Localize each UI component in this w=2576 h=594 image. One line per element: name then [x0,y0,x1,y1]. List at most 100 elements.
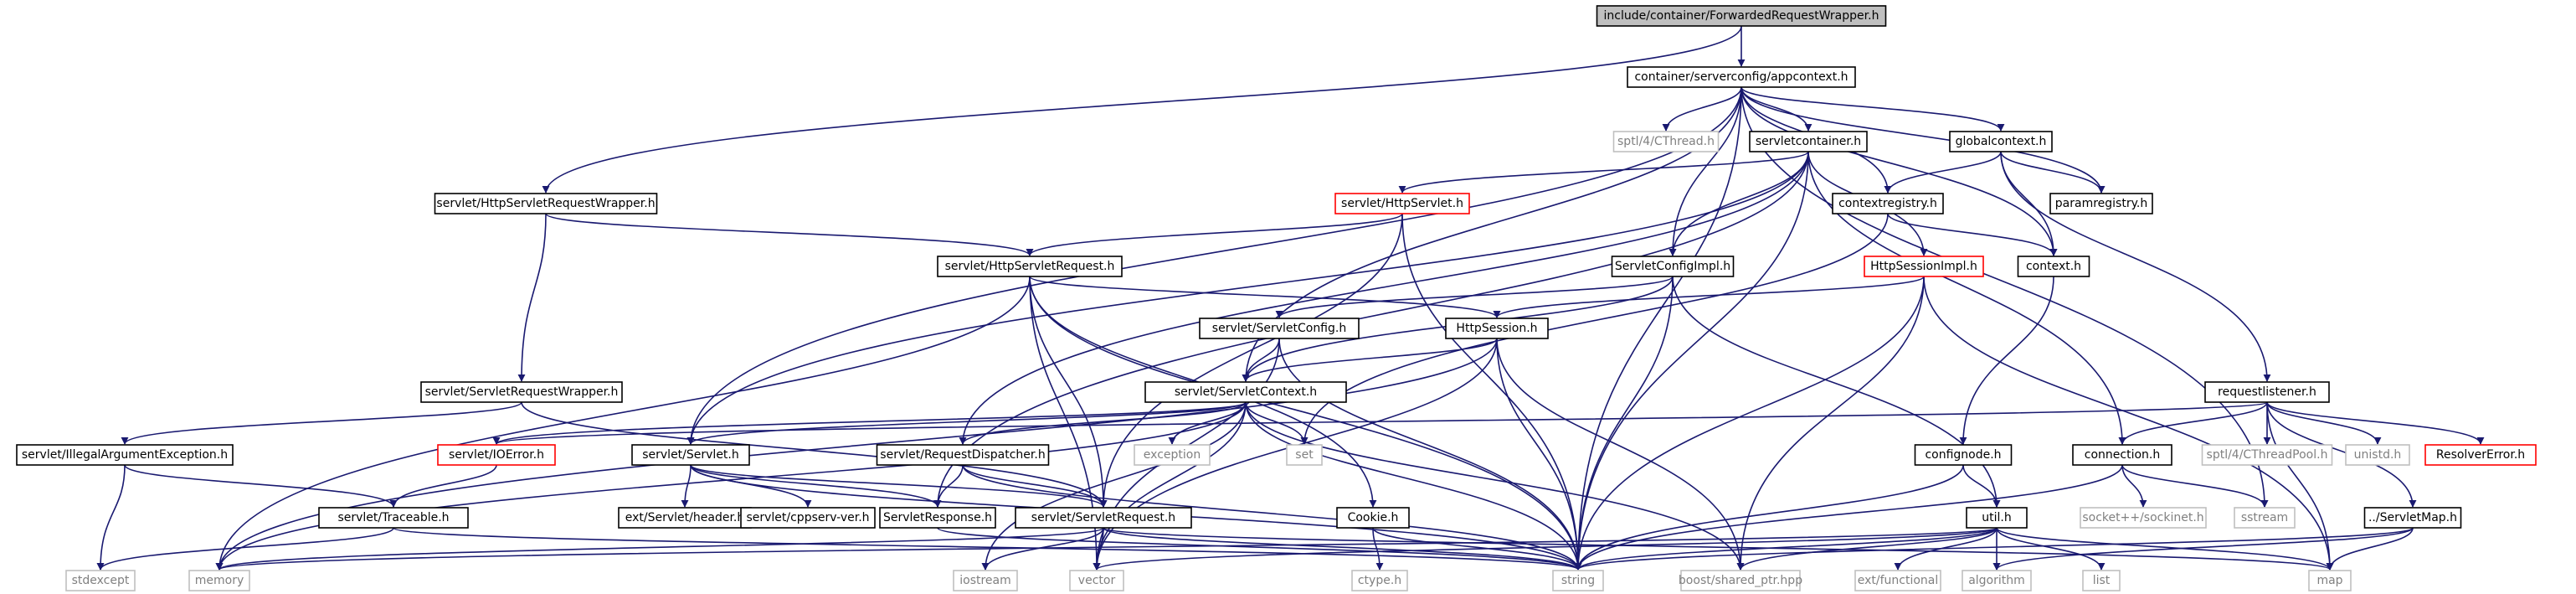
node-sstream-label: sstream [2241,511,2288,524]
node-sockinet-label: socket++/sockinet.h [2082,511,2203,524]
node-scfg[interactable]: servlet/ServletConfig.h [1199,318,1360,339]
node-scont[interactable]: servletcontainer.h [1749,131,1868,152]
edge-sctx-to-string [1245,401,1582,571]
node-ctxreg-label: contextregistry.h [1838,197,1937,210]
node-paramreg[interactable]: paramregistry.h [2049,193,2153,214]
node-rdisp[interactable]: servlet/RequestDispatcher.h [876,444,1050,466]
node-gctx[interactable]: globalcontext.h [1949,131,2053,152]
node-rerr[interactable]: ResolverError.h [2424,444,2537,466]
edge-hsreq-to-memory [215,276,1031,571]
node-appcontext[interactable]: container/serverconfig/appcontext.h [1627,66,1856,88]
node-sresp[interactable]: ServletResponse.h [879,507,996,529]
node-httpservlet[interactable]: servlet/HttpServlet.h [1334,193,1470,214]
node-list-box [2082,570,2121,591]
edge-gctx-to-ctxreg [1884,151,2002,194]
node-sctx-box [1144,381,1347,403]
node-srw[interactable]: servlet/ServletRequestWrapper.h [420,381,623,403]
edge-sctx-to-set [1245,401,1309,445]
node-cppserv[interactable]: servlet/cppserv-ver.h [740,507,876,529]
edge-sctx-to-iostream [981,401,1247,571]
edge-smap-to-map [2326,527,2414,571]
edge-appcontext-to-gctx [1740,86,2005,132]
node-vector-box [1069,570,1124,591]
node-paramreg-box [2049,193,2153,214]
edge-sctx-to-vector [1093,401,1247,571]
node-set-label: set [1295,448,1314,462]
node-servlet[interactable]: servlet/Servlet.h [631,444,750,466]
node-cppserv-box [740,507,876,529]
edge-rdisp-to-string [962,464,1582,571]
node-scfg-box [1199,318,1360,339]
node-traceable[interactable]: servlet/Traceable.h [318,507,469,529]
node-root[interactable]: include/container/ForwardedRequestWrappe… [1596,5,1887,27]
node-algorithm-box [1962,570,2032,591]
edge-util-to-memory [216,527,1998,571]
node-hsessimpl-box [1864,256,1984,277]
node-ctxreg-box [1832,193,1944,214]
edge-root-to-hsrw [542,25,1742,194]
node-set-box [1286,444,1323,466]
node-hsess[interactable]: HttpSession.h [1445,318,1549,339]
edge-scfg-to-string [1278,338,1582,571]
node-cookie[interactable]: Cookie.h [1336,507,1410,529]
node-smap[interactable]: ../ServletMap.h [2363,507,2462,529]
node-scfgimpl[interactable]: ServletConfigImpl.h [1611,256,1735,277]
node-context-box [2017,256,2090,277]
node-scfgimpl-label: ServletConfigImpl.h [1615,260,1730,273]
node-hsreq-box [937,256,1123,277]
node-ctype-label: ctype.h [1358,574,1401,587]
node-conn[interactable]: connection.h [2072,444,2172,466]
edge-ctxreg-to-context [1887,213,2058,256]
node-extfunc: ext/functional [1854,570,1941,591]
node-memory: memory [188,570,250,591]
edge-hsreq-to-hsess [1029,276,1501,318]
node-string-box [1552,570,1604,591]
node-ioerr[interactable]: servlet/IOError.h [437,444,556,466]
node-httpservlet-label: servlet/HttpServlet.h [1341,197,1463,210]
node-sctx[interactable]: servlet/ServletContext.h [1144,381,1347,403]
edge-cfgnode-to-util [1962,464,2001,508]
edge-iae-to-stdexcept [96,464,126,571]
node-iae[interactable]: servlet/IllegalArgumentException.h [16,444,234,466]
node-traceable-box [318,507,469,529]
node-sockinet-box [2080,507,2207,529]
edge-scfgimpl-to-util [1672,276,2001,508]
node-cfgnode[interactable]: confignode.h [1914,444,2013,466]
node-algorithm-label: algorithm [1968,574,2025,587]
node-cppserv-label: servlet/cppserv-ver.h [746,511,869,524]
node-util[interactable]: util.h [1966,507,2028,529]
edge-appcontext-to-sstream [1740,86,2269,508]
node-hsessimpl[interactable]: HttpSessionImpl.h [1864,256,1984,277]
node-map-label: map [2316,574,2342,587]
node-rlist[interactable]: requestlistener.h [2204,381,2330,403]
node-cookie-box [1336,507,1410,529]
edge-sctx-to-servlet [686,401,1247,445]
edge-conn-to-sstream [2121,464,2269,508]
node-ctp: sptl/4/CThreadPool.h [2201,444,2333,466]
edge-context-to-cfgnode [1959,276,2054,445]
node-util-box [1966,507,2028,529]
edge-traceable-to-string [393,527,1582,571]
edge-gctx-to-context [2000,151,2058,256]
node-hsrw[interactable]: servlet/HttpServletRequestWrapper.h [434,193,658,214]
node-exception-label: exception [1144,448,1201,462]
edge-hsreq-to-string [1029,276,1582,571]
node-context[interactable]: context.h [2017,256,2090,277]
node-set: set [1286,444,1323,466]
edge-sreq-to-string [1103,527,1582,571]
edge-sreq-to-map [1103,527,2334,571]
node-rlist-box [2204,381,2330,403]
edge-scont-to-rdisp [959,151,1809,445]
edge-servlet-to-sreq [690,464,1108,508]
node-rdisp-label: servlet/RequestDispatcher.h [880,448,1045,462]
node-iostream: iostream [953,570,1018,591]
node-vector-label: vector [1078,574,1116,587]
node-sreq[interactable]: servlet/ServletRequest.h [1015,507,1192,529]
edge-gctx-to-paramreg [2000,151,2106,194]
node-ctxreg[interactable]: contextregistry.h [1832,193,1944,214]
edge-servlet-to-exthdr [681,464,692,508]
node-hsreq[interactable]: servlet/HttpServletRequest.h [937,256,1123,277]
node-exthdr[interactable]: ext/Servlet/header.h [618,507,752,529]
node-sreq-label: servlet/ServletRequest.h [1031,511,1175,524]
node-hsess-box [1445,318,1549,339]
